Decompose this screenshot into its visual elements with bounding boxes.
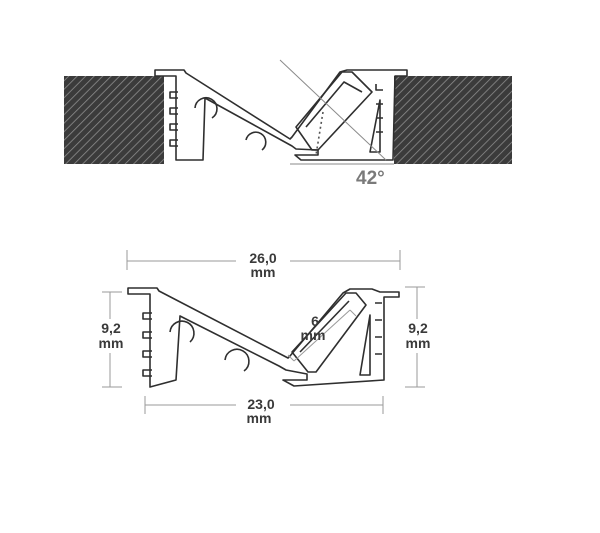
angle-guide-diagonal [279, 59, 387, 161]
led-width-value: 6 [311, 313, 319, 329]
led-width-unit: mm [301, 327, 326, 343]
installed-profile [154, 69, 408, 161]
height-left-value: 9,2 [101, 320, 121, 336]
angle-label: 42° [356, 168, 385, 189]
base-width-unit: mm [247, 410, 272, 426]
dim-led-width: 6 mm [287, 309, 357, 362]
dim-height-left: 9,2 mm [92, 291, 130, 388]
wall-left [64, 76, 164, 164]
profile-cross-section [127, 287, 400, 388]
base-width-value: 23,0 [247, 396, 274, 412]
height-right-unit: mm [406, 335, 431, 351]
installed-view: 42° [64, 59, 512, 189]
dim-height-right: 9,2 mm [398, 286, 436, 388]
led-center-dotted [315, 111, 324, 156]
wall-right [394, 76, 512, 164]
dim-base-width: 23,0 mm [144, 395, 384, 427]
overall-width-value: 26,0 [249, 250, 276, 266]
height-right-value: 9,2 [408, 320, 428, 336]
overall-width-unit: mm [251, 264, 276, 280]
dimensioned-view: 26,0 mm 6 mm 9,2 [92, 250, 436, 427]
dim-overall-width: 26,0 mm [126, 250, 401, 280]
height-left-unit: mm [99, 335, 124, 351]
